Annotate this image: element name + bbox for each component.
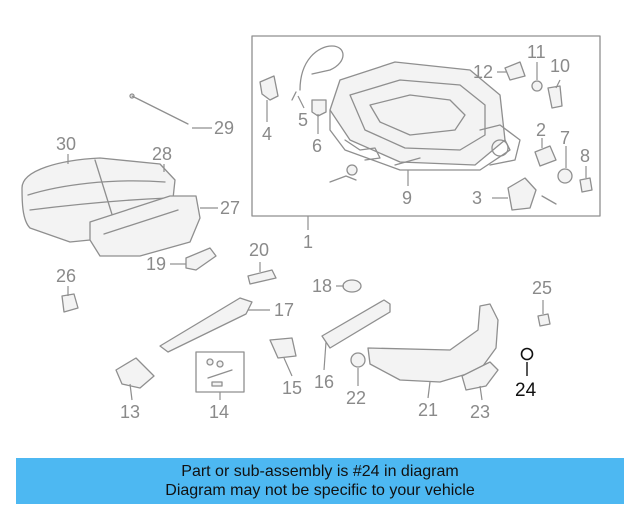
rod-part[interactable] <box>129 93 189 125</box>
callout-29: 29 <box>214 118 234 138</box>
parts-diagram: 1 2 3 4 5 6 7 8 9 10 11 12 13 14 15 16 1… <box>21 35 601 422</box>
callout-12: 12 <box>473 62 493 82</box>
part-16[interactable] <box>321 299 391 349</box>
callout-24: 24 <box>515 380 537 401</box>
part-21[interactable] <box>367 303 499 383</box>
callout-1: 1 <box>303 232 313 252</box>
callout-10: 10 <box>550 56 570 76</box>
part-15[interactable] <box>269 337 297 359</box>
callout-19: 19 <box>146 254 166 274</box>
callout-11: 11 <box>527 42 546 62</box>
banner-line-1: Part or sub-assembly is #24 in diagram <box>181 463 459 480</box>
callout-13: 13 <box>120 402 140 422</box>
callout-22: 22 <box>346 388 366 408</box>
callout-27: 27 <box>220 198 240 218</box>
callout-20: 20 <box>249 240 269 260</box>
seat-frame-assembly[interactable] <box>251 35 601 217</box>
callout-7: 7 <box>560 128 570 148</box>
part-20[interactable] <box>247 269 277 285</box>
part-13[interactable] <box>115 357 155 389</box>
part-23[interactable] <box>461 361 499 391</box>
callout-numbers: 1 2 3 4 5 6 7 8 9 10 11 12 13 14 15 16 1… <box>56 42 590 422</box>
callout-16: 16 <box>314 372 334 392</box>
part-24-nut[interactable] <box>520 347 534 361</box>
part-19[interactable] <box>185 247 217 271</box>
part-18[interactable] <box>342 279 362 293</box>
callout-21: 21 <box>418 400 438 420</box>
callout-9: 9 <box>402 188 412 208</box>
part-26[interactable] <box>61 293 79 313</box>
part-22[interactable] <box>350 352 366 368</box>
callout-28: 28 <box>152 144 172 164</box>
callout-17: 17 <box>274 300 294 320</box>
callout-26: 26 <box>56 266 76 286</box>
side-trim[interactable] <box>89 195 201 257</box>
part-14-kit[interactable] <box>195 351 245 393</box>
callout-15: 15 <box>282 378 302 398</box>
part-17[interactable] <box>159 297 253 353</box>
callout-30: 30 <box>56 134 76 154</box>
leader-lines <box>67 62 587 401</box>
callout-25: 25 <box>532 278 552 298</box>
callout-5: 5 <box>298 110 308 130</box>
info-banner: Part or sub-assembly is #24 in diagram D… <box>16 458 624 504</box>
callout-14: 14 <box>209 402 229 422</box>
callout-2: 2 <box>536 120 546 140</box>
part-25[interactable] <box>537 313 551 327</box>
banner-line-2: Diagram may not be specific to your vehi… <box>165 482 475 499</box>
callout-18: 18 <box>312 276 332 296</box>
callout-23: 23 <box>470 402 490 422</box>
callout-4: 4 <box>262 124 272 144</box>
callout-3: 3 <box>472 188 482 208</box>
callout-8: 8 <box>580 146 590 166</box>
callout-6: 6 <box>312 136 322 156</box>
